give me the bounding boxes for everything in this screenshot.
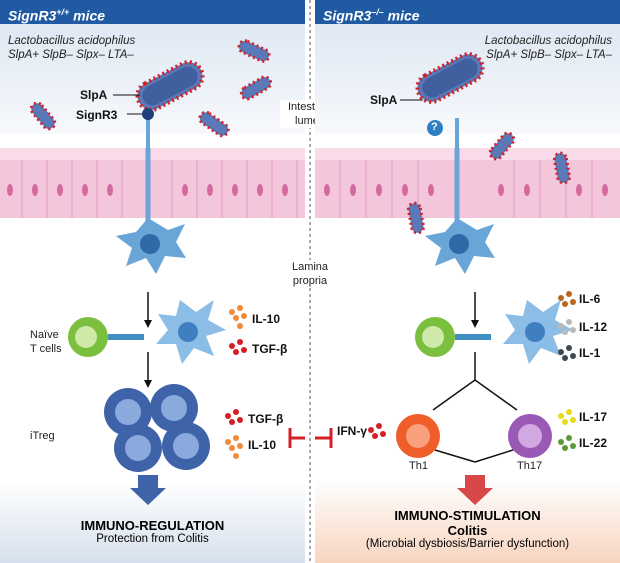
dc-nucleus bbox=[449, 234, 469, 254]
right-footer-sub: (Microbial dysbiosis/Barrier dysfunction… bbox=[365, 538, 570, 550]
right-footer-title: IMMUNO-STIMULATION bbox=[394, 508, 541, 523]
invading-bacteria bbox=[406, 131, 572, 235]
epithelium-nuclei bbox=[7, 184, 288, 196]
tgfb-label: TGF-β bbox=[252, 342, 288, 356]
il10-label: IL-10 bbox=[252, 312, 281, 326]
il12-dots bbox=[558, 319, 576, 335]
left-species-line2: SlpA+ SlpB– Slpx– LTA– bbox=[8, 49, 134, 61]
signr3-receptor bbox=[142, 108, 154, 120]
il12-label: IL-12 bbox=[579, 320, 608, 334]
brush-border bbox=[0, 148, 305, 160]
naive-t-cells-label: Naïve T cells bbox=[30, 329, 62, 355]
il17-dots bbox=[558, 409, 576, 425]
tgfb-dots-2 bbox=[225, 409, 243, 425]
right-footer: IMMUNO-STIMULATION Colitis (Microbial dy… bbox=[315, 508, 620, 550]
arrow-to-regulation bbox=[130, 475, 166, 505]
left-header-main: SignR3 bbox=[8, 7, 57, 24]
tgfb-dots bbox=[229, 339, 247, 355]
merge-th17 bbox=[474, 449, 514, 463]
naive-t-nucleus bbox=[75, 326, 97, 348]
branch-th17 bbox=[474, 379, 518, 411]
branch-th1 bbox=[432, 379, 476, 411]
dc-nucleus bbox=[140, 234, 160, 254]
epithelium-borders bbox=[339, 160, 593, 218]
left-header: SignR3+/+ mice bbox=[0, 0, 305, 24]
bacterium-small bbox=[29, 101, 57, 131]
slpa-label: SlpA bbox=[80, 88, 108, 102]
dc2-nucleus bbox=[178, 322, 198, 342]
right-header: SignR3–/– mice bbox=[315, 0, 620, 24]
left-footer-title: IMMUNO-REGULATION bbox=[80, 518, 225, 533]
tcr-synapse bbox=[108, 334, 144, 340]
th17-nucleus bbox=[518, 424, 542, 448]
il6-label: IL-6 bbox=[579, 292, 601, 306]
right-species-line1: Lactobacillus acidophilus bbox=[484, 35, 612, 47]
epithelium-borders bbox=[21, 160, 298, 218]
th1-nucleus bbox=[406, 424, 430, 448]
left-species: Lactobacillus acidophilus SlpA+ SlpB– Sl… bbox=[8, 34, 135, 62]
naive-t-nucleus bbox=[422, 326, 444, 348]
left-header-sup: +/+ bbox=[56, 7, 70, 17]
right-diagram bbox=[315, 52, 620, 505]
question-badge bbox=[427, 120, 443, 136]
il6-dots bbox=[558, 291, 576, 307]
il17-label: IL-17 bbox=[579, 410, 608, 424]
ifn-gamma-dots bbox=[368, 423, 386, 439]
left-species-line1: Lactobacillus acidophilus bbox=[8, 35, 136, 47]
il1-dots bbox=[558, 345, 576, 361]
bacterium-small bbox=[198, 110, 230, 138]
left-panel: SignR3+/+ mice bbox=[0, 0, 305, 563]
left-footer: IMMUNO-REGULATION Protection from Coliti… bbox=[0, 518, 305, 545]
slpa-label-right: SlpA bbox=[370, 93, 398, 107]
itreg-label: iTreg bbox=[30, 430, 55, 442]
right-header-sup: –/– bbox=[371, 7, 384, 17]
left-header-tail: mice bbox=[69, 7, 106, 24]
bacterium-core bbox=[422, 58, 478, 98]
th17-label: Th17 bbox=[517, 460, 543, 472]
left-footer-sub: Protection from Colitis bbox=[96, 533, 209, 545]
right-species: Lactobacillus acidophilus SlpA+ SlpB– Sl… bbox=[485, 34, 612, 62]
brush-border bbox=[315, 148, 620, 160]
signr3-label: SignR3 bbox=[76, 108, 118, 122]
right-header-tail: mice bbox=[383, 7, 420, 24]
right-panel: SignR3–/– mice bbox=[315, 0, 620, 563]
il10-dots bbox=[229, 305, 247, 329]
right-footer-title2: Colitis bbox=[447, 523, 488, 538]
bacterium-small bbox=[239, 75, 273, 101]
ifn-gamma-label: IFN-γ bbox=[337, 424, 367, 438]
th1-label: Th1 bbox=[409, 460, 428, 472]
lamina-propria-label: Lamina propria bbox=[282, 260, 338, 288]
right-header-main: SignR3 bbox=[323, 7, 372, 24]
il10-dots-2 bbox=[225, 435, 243, 459]
bacterium-core bbox=[142, 66, 198, 106]
itreg-nuclei bbox=[115, 395, 199, 461]
dc2-nucleus bbox=[525, 322, 545, 342]
il22-label: IL-22 bbox=[579, 436, 608, 450]
bacterium-small bbox=[237, 39, 271, 63]
arrow-to-stimulation bbox=[457, 475, 493, 505]
itreg-cells bbox=[104, 384, 210, 472]
question-mark: ? bbox=[431, 121, 438, 133]
epithelium-nuclei bbox=[324, 184, 608, 196]
il22-dots bbox=[558, 435, 576, 451]
left-diagram bbox=[0, 39, 305, 505]
merge-th1 bbox=[434, 449, 476, 463]
right-species-line2: SlpA+ SlpB– Slpx– LTA– bbox=[486, 49, 612, 61]
il1-label: IL-1 bbox=[579, 346, 601, 360]
tcr-synapse bbox=[455, 334, 491, 340]
il10-label-2: IL-10 bbox=[248, 438, 277, 452]
tgfb-label-2: TGF-β bbox=[248, 412, 284, 426]
